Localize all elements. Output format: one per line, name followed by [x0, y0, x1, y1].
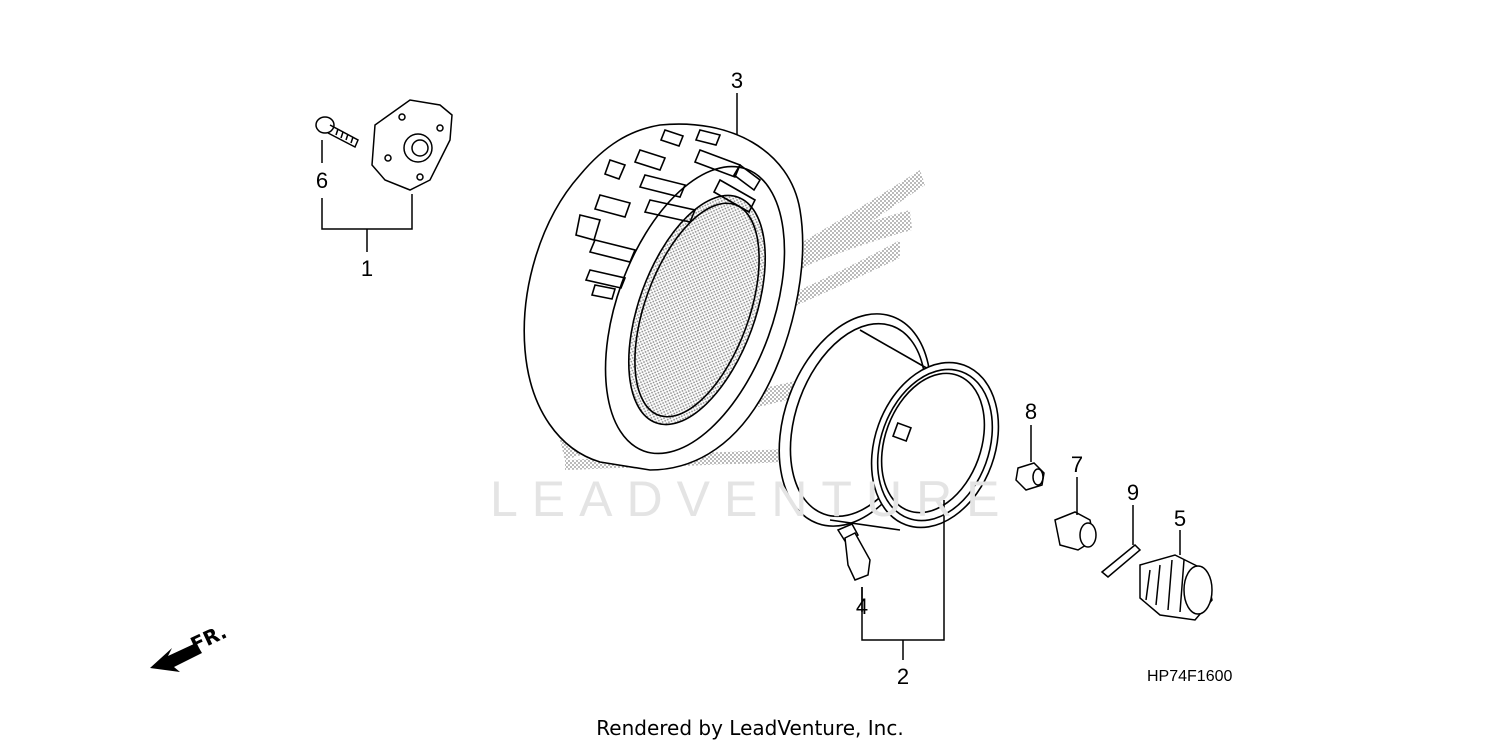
callout-1[interactable]: 1: [360, 256, 374, 281]
callout-9[interactable]: 9: [1126, 480, 1140, 505]
callout-7[interactable]: 7: [1070, 452, 1084, 477]
small-parts-drawing: [836, 462, 1213, 621]
callout-4[interactable]: 4: [855, 594, 869, 619]
callout-6[interactable]: 6: [315, 168, 329, 193]
rim-drawing: [778, 313, 1000, 531]
leadventure-watermark: LEADVENTURE: [490, 471, 1014, 527]
callout-3[interactable]: 3: [730, 68, 744, 93]
footer-credit: Rendered by LeadVenture, Inc.: [596, 716, 904, 740]
diagram-code: HP74F1600: [1147, 668, 1233, 685]
callout-2[interactable]: 2: [896, 664, 910, 689]
hub-drawing: [315, 99, 453, 191]
tire-drawing: [523, 123, 804, 471]
front-direction-arrow-icon: [150, 643, 202, 672]
callout-8[interactable]: 8: [1024, 399, 1038, 424]
callout-5[interactable]: 5: [1173, 506, 1187, 531]
leader-lines: [319, 93, 1181, 660]
